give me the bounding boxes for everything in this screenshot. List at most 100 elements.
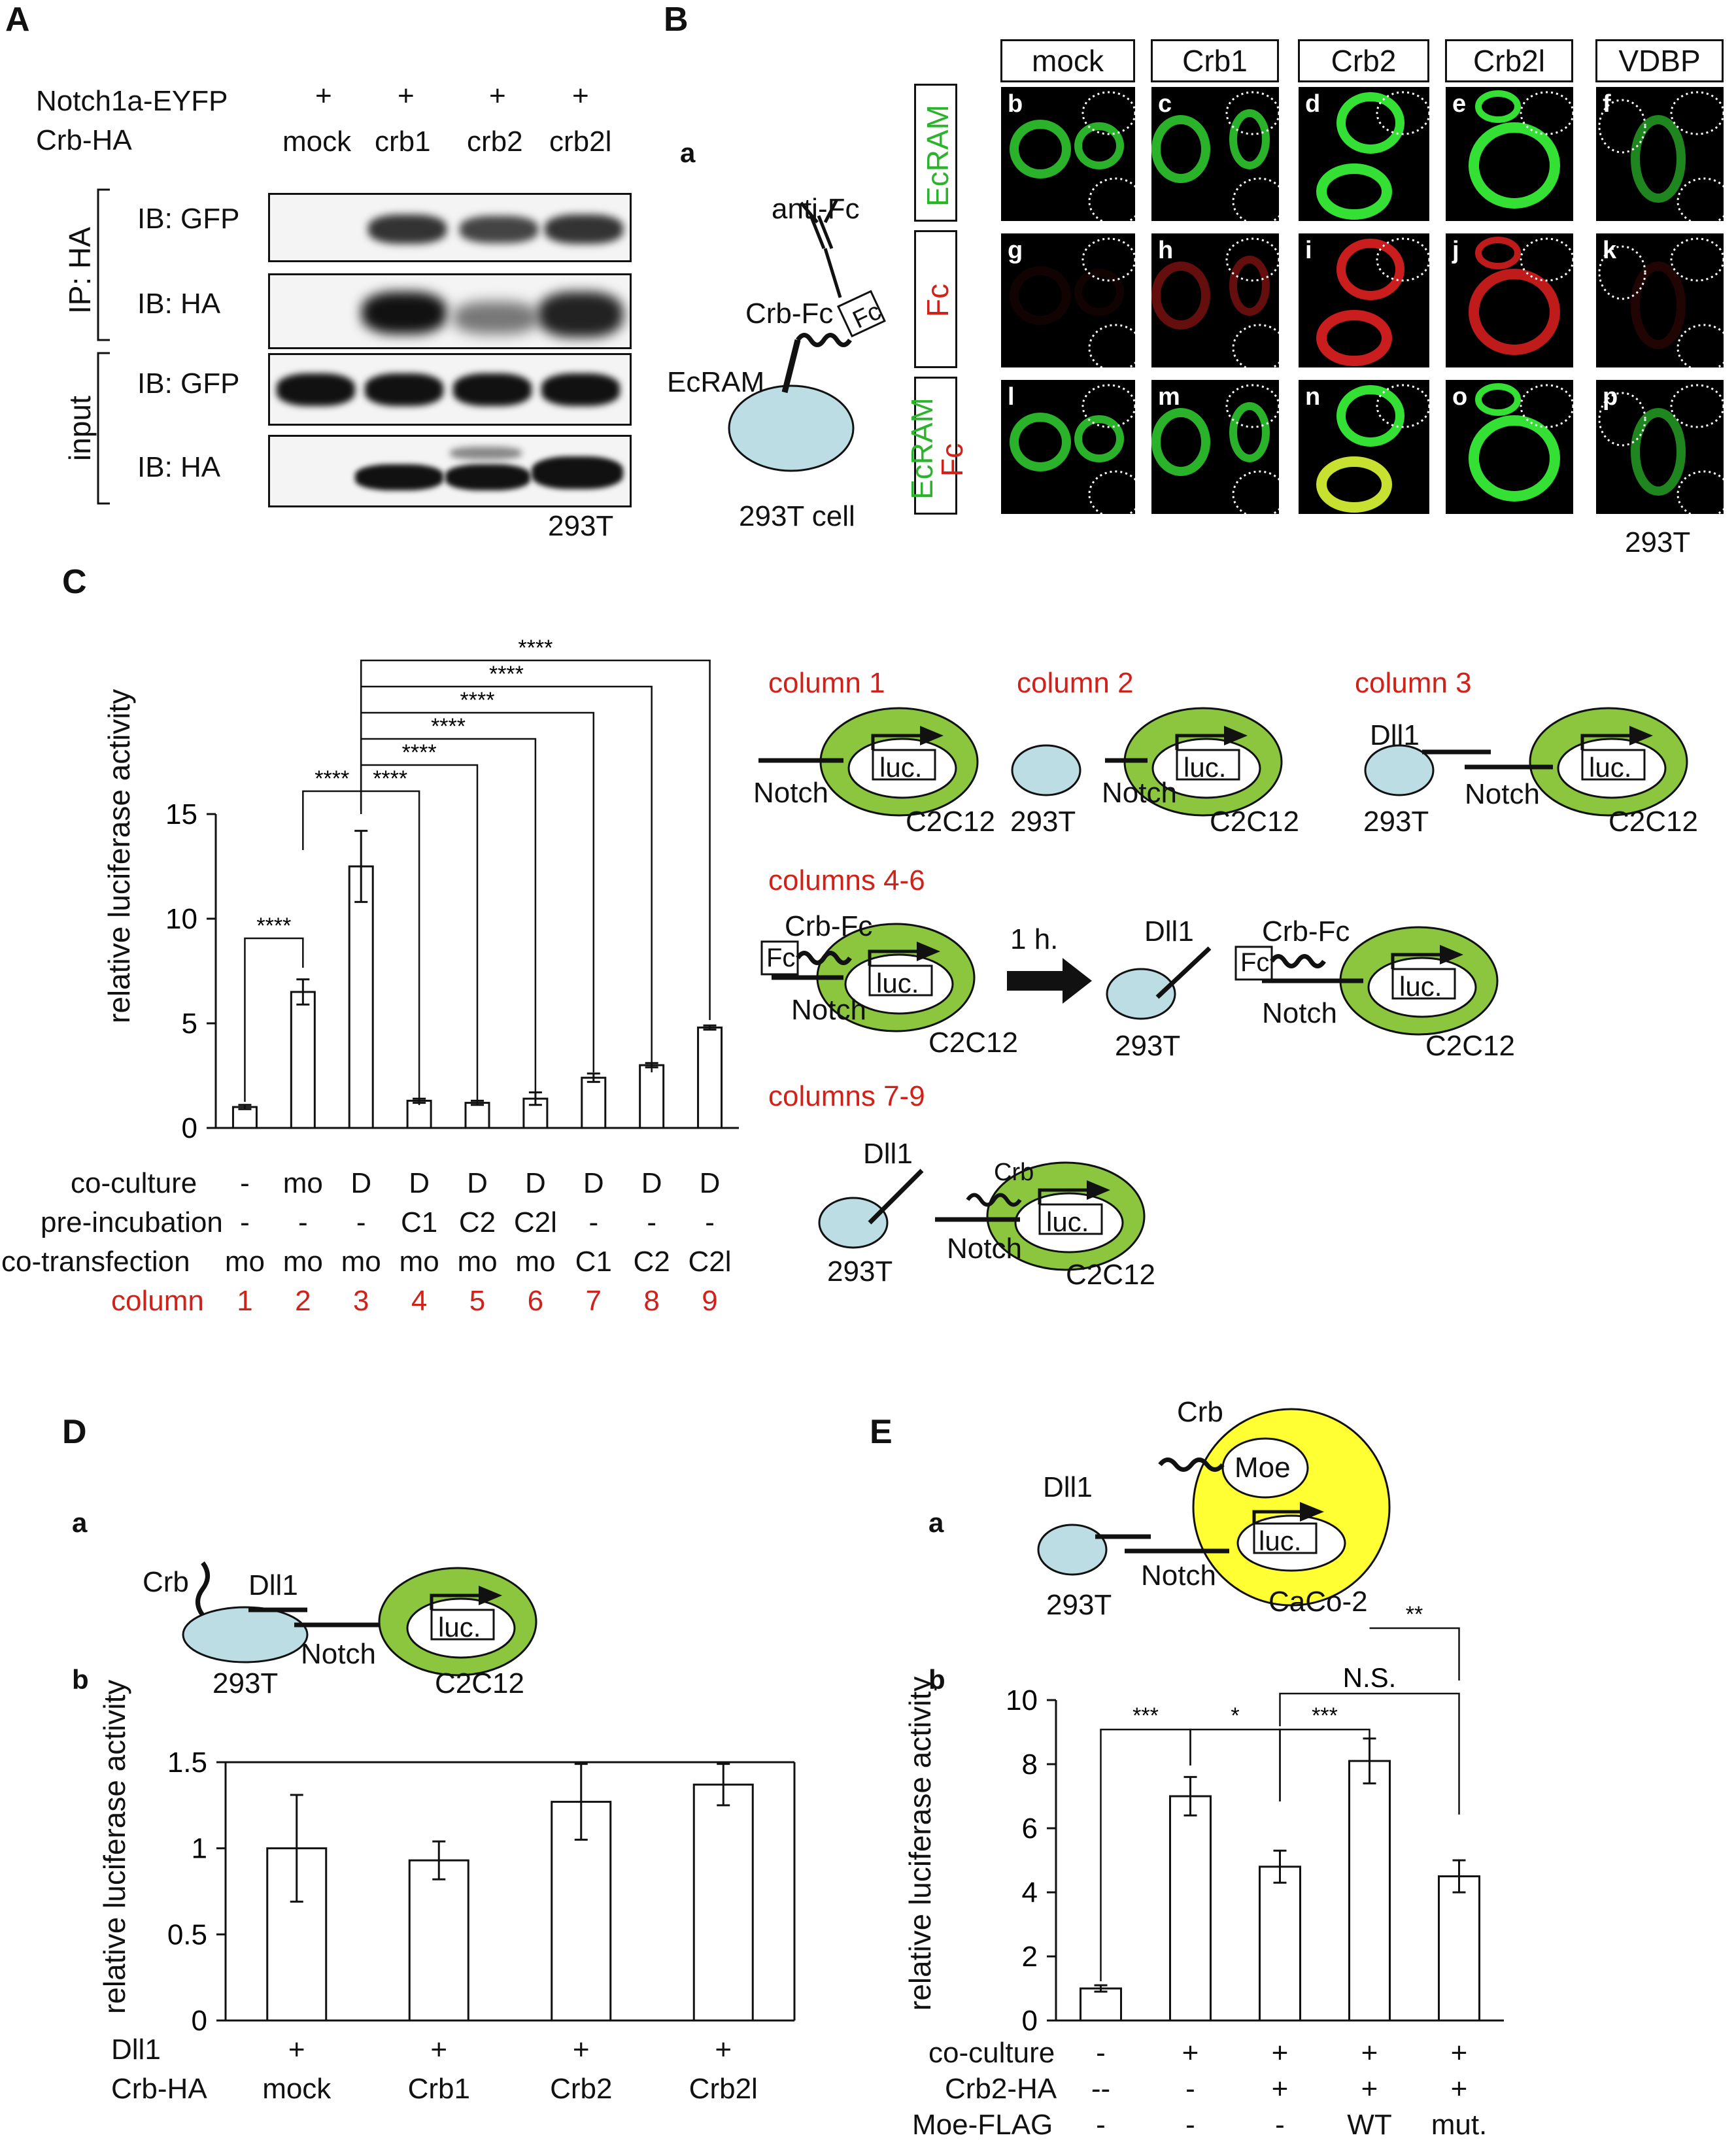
micrograph-letter: l: [1008, 383, 1015, 411]
micrograph-f: f: [1594, 85, 1726, 223]
c-cell-cotransfection: mo: [341, 1246, 381, 1278]
micrograph-d: d: [1297, 85, 1431, 223]
micrograph-letter: e: [1452, 90, 1466, 118]
panel-c-row-coculture: co-culture: [71, 1167, 197, 1199]
panel-e-sub-b: b: [928, 1664, 945, 1695]
sig-label: ***: [1312, 1703, 1338, 1728]
micrograph-letter: k: [1603, 237, 1617, 264]
panel-e-row-moeflag: Moe-FLAG: [912, 2109, 1053, 2141]
bar-4: [1348, 1760, 1391, 2022]
c3-293t: 293T: [1363, 806, 1429, 838]
sig-bracket: [1369, 1627, 1460, 1680]
col-head-vdbp: VDBP: [1595, 39, 1724, 82]
col-head-crb2: Crb2: [1298, 39, 1429, 82]
e-cell-crb2ha: +: [1271, 2073, 1289, 2105]
c3-luc: luc.: [1589, 752, 1632, 783]
panel-e-schematic: [1037, 1408, 1391, 1607]
c4-dll1: Dll1: [1144, 915, 1194, 947]
c-cell-cotransfection: mo: [282, 1246, 323, 1278]
c4b-luc: luc.: [1399, 971, 1442, 1002]
c4b-fc: Fc: [1240, 948, 1270, 977]
y-tick-label: 15: [165, 798, 197, 830]
y-tick-label: 2: [1022, 1941, 1038, 1973]
c-cell-preincubation: -: [588, 1206, 599, 1238]
c-cell-column: 3: [352, 1285, 369, 1317]
micrograph-h: h: [1149, 231, 1281, 369]
micrograph-letter: b: [1008, 90, 1023, 118]
micrograph-letter: o: [1452, 383, 1467, 411]
c7-notch: Notch: [947, 1233, 1022, 1265]
cell-293t-label: 293T cell: [739, 500, 855, 532]
row-head-fc: Fc: [914, 230, 957, 368]
c4-fc: Fc: [766, 944, 796, 972]
y-tick-label: 10: [1006, 1684, 1038, 1716]
sig-star: ****: [460, 688, 495, 713]
c-cell-preincubation: -: [240, 1206, 250, 1238]
c7-c2c12: C2C12: [1066, 1259, 1155, 1291]
micrograph-letter: c: [1158, 90, 1172, 118]
y-tick-label: 4: [1022, 1877, 1038, 1909]
micrograph-drawing: h: [1151, 237, 1279, 367]
c3-c2c12: C2C12: [1608, 806, 1698, 838]
micrograph-j: j: [1444, 231, 1575, 369]
c4-c2c12: C2C12: [928, 1027, 1018, 1059]
c-cell-column: 7: [585, 1285, 602, 1317]
e-cell-moeflag: -: [1185, 2109, 1195, 2141]
y-tick-label: 1: [192, 1833, 207, 1865]
micrograph-drawing: d: [1305, 90, 1429, 220]
c-cell-column: 1: [237, 1285, 253, 1317]
panel-b-cell-line: 293T: [1625, 526, 1691, 558]
d-cell-dll1: +: [715, 2034, 732, 2066]
c4b-crbfc: Crb-Fc: [1262, 915, 1350, 947]
bar-9: [697, 1026, 723, 1129]
c-cell-column: 5: [469, 1285, 486, 1317]
micrograph-e: e: [1444, 85, 1575, 223]
panel-a-brackets: [97, 188, 110, 505]
micrograph-drawing: g: [1008, 237, 1135, 367]
d-c2c12: C2C12: [435, 1667, 524, 1699]
panel-b-sub-a: a: [680, 137, 696, 168]
y-tick-label: 0: [182, 1112, 197, 1144]
c4-luc: luc.: [876, 968, 919, 998]
d-cell-crbha: mock: [262, 2073, 332, 2105]
blot-label-4: IB: HA: [137, 451, 221, 483]
schem-col46-title: columns 4-6: [768, 864, 925, 896]
schem-col79-title: columns 7-9: [768, 1080, 925, 1112]
micrograph-letter: d: [1305, 90, 1320, 118]
bar-Crb2l: [692, 1783, 754, 2022]
c1-notch: Notch: [753, 777, 828, 809]
micrograph-letter: m: [1158, 383, 1180, 411]
e-cell-moeflag: WT: [1347, 2109, 1392, 2141]
ecram-label: EcRAM: [667, 366, 765, 398]
e-cell-coculture: -: [1096, 2037, 1106, 2069]
c2-293t: 293T: [1010, 806, 1076, 838]
c-cell-preincubation: C1: [400, 1206, 438, 1238]
panel-d-chart: 00.511.5: [167, 1747, 796, 2037]
sig-star: ****: [489, 662, 524, 687]
panel-e-row-coculture: co-culture: [928, 2037, 1055, 2069]
bar-5: [1438, 1875, 1480, 2022]
e-caco2: CaCo-2: [1268, 1586, 1368, 1618]
c-cell-cotransfection: C2l: [688, 1246, 732, 1278]
blot-label-2: IB: HA: [137, 288, 221, 320]
sig-bracket: [1189, 1728, 1281, 1801]
micrograph-drawing: j: [1452, 237, 1573, 355]
c-cell-preincubation: C2: [458, 1206, 496, 1238]
sig-star: ****: [431, 714, 466, 739]
micrograph-p: p: [1594, 378, 1726, 516]
d-dll1: Dll1: [248, 1569, 298, 1601]
panel-b-letter: B: [664, 1, 689, 39]
blot-input-ha: [268, 435, 632, 507]
c-cell-coculture: D: [467, 1167, 488, 1199]
c1-luc: luc.: [879, 752, 923, 783]
bar-3: [348, 865, 374, 1129]
micrograph-drawing: k: [1598, 237, 1724, 367]
panel-e-row-crb2ha: Crb2-HA: [945, 2073, 1057, 2105]
d-cell-crbha: Crb2: [550, 2073, 613, 2105]
panel-c-schematics: [758, 0, 1736, 1295]
sig-label: **: [1406, 1602, 1423, 1627]
e-dll1: Dll1: [1043, 1471, 1093, 1503]
blot-ip-ha: [268, 273, 632, 349]
c-cell-coculture: D: [641, 1167, 662, 1199]
